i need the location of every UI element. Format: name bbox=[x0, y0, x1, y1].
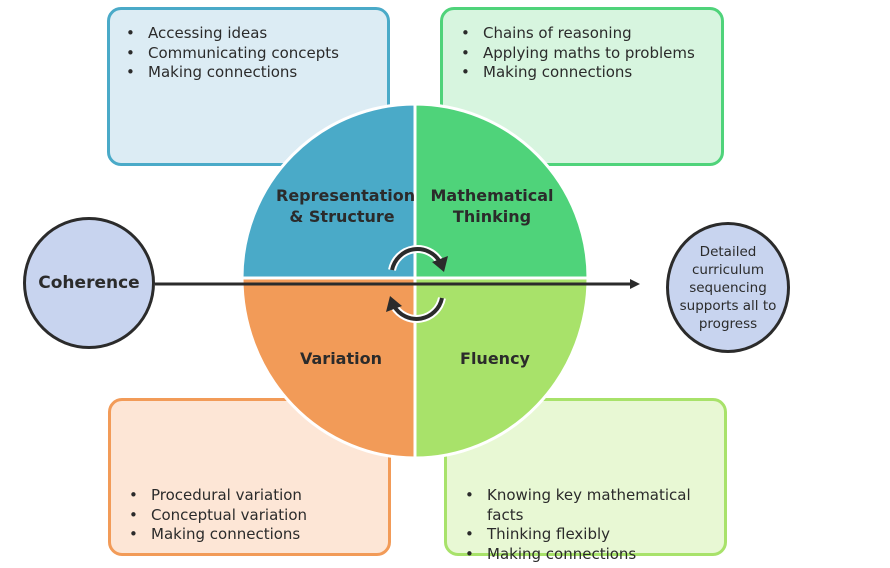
mathematical-thinking-label: Mathematical Thinking bbox=[426, 185, 558, 227]
representation-notes-list: Accessing ideas Communicating concepts M… bbox=[124, 24, 387, 83]
representation-structure-label: Representation & Structure bbox=[276, 185, 416, 227]
variation-notes-list: Procedural variation Conceptual variatio… bbox=[127, 486, 307, 545]
list-item: Communicating concepts bbox=[126, 44, 387, 64]
list-item: Chains of reasoning bbox=[461, 24, 721, 44]
variation-label: Variation bbox=[300, 349, 382, 368]
label-line: Thinking bbox=[452, 207, 532, 226]
label-line: & Structure bbox=[289, 207, 395, 226]
list-item: Applying maths to problems bbox=[461, 44, 721, 64]
list-item: Making connections bbox=[126, 63, 387, 83]
list-item: Knowing key mathematical facts bbox=[465, 486, 724, 525]
list-item: Conceptual variation bbox=[129, 506, 307, 526]
outcome-label: Detailed curriculum sequencing supports … bbox=[679, 243, 777, 332]
label-line: Mathematical bbox=[430, 186, 554, 205]
list-item: Making connections bbox=[461, 63, 721, 83]
list-item: Making connections bbox=[465, 545, 724, 565]
variation-quadrant bbox=[240, 276, 417, 460]
thinking-quadrant bbox=[413, 102, 590, 280]
fluency-notes-list: Knowing key mathematical facts Thinking … bbox=[463, 486, 724, 564]
representation-notes-box: Accessing ideas Communicating concepts M… bbox=[107, 7, 390, 166]
fluency-quadrant bbox=[413, 276, 590, 460]
wheel-quadrants bbox=[240, 102, 590, 460]
fluency-label: Fluency bbox=[460, 349, 530, 368]
cycle-icon bbox=[386, 245, 448, 323]
list-item: Procedural variation bbox=[129, 486, 307, 506]
label-line: Representation bbox=[276, 186, 416, 205]
list-item: Thinking flexibly bbox=[465, 525, 724, 545]
coherence-label: Coherence bbox=[38, 273, 140, 293]
representation-quadrant bbox=[240, 102, 417, 280]
coherence-circle: Coherence bbox=[23, 217, 155, 349]
outcome-circle: Detailed curriculum sequencing supports … bbox=[666, 222, 790, 353]
list-item: Accessing ideas bbox=[126, 24, 387, 44]
list-item: Making connections bbox=[129, 525, 307, 545]
thinking-notes-list: Chains of reasoning Applying maths to pr… bbox=[459, 24, 721, 83]
